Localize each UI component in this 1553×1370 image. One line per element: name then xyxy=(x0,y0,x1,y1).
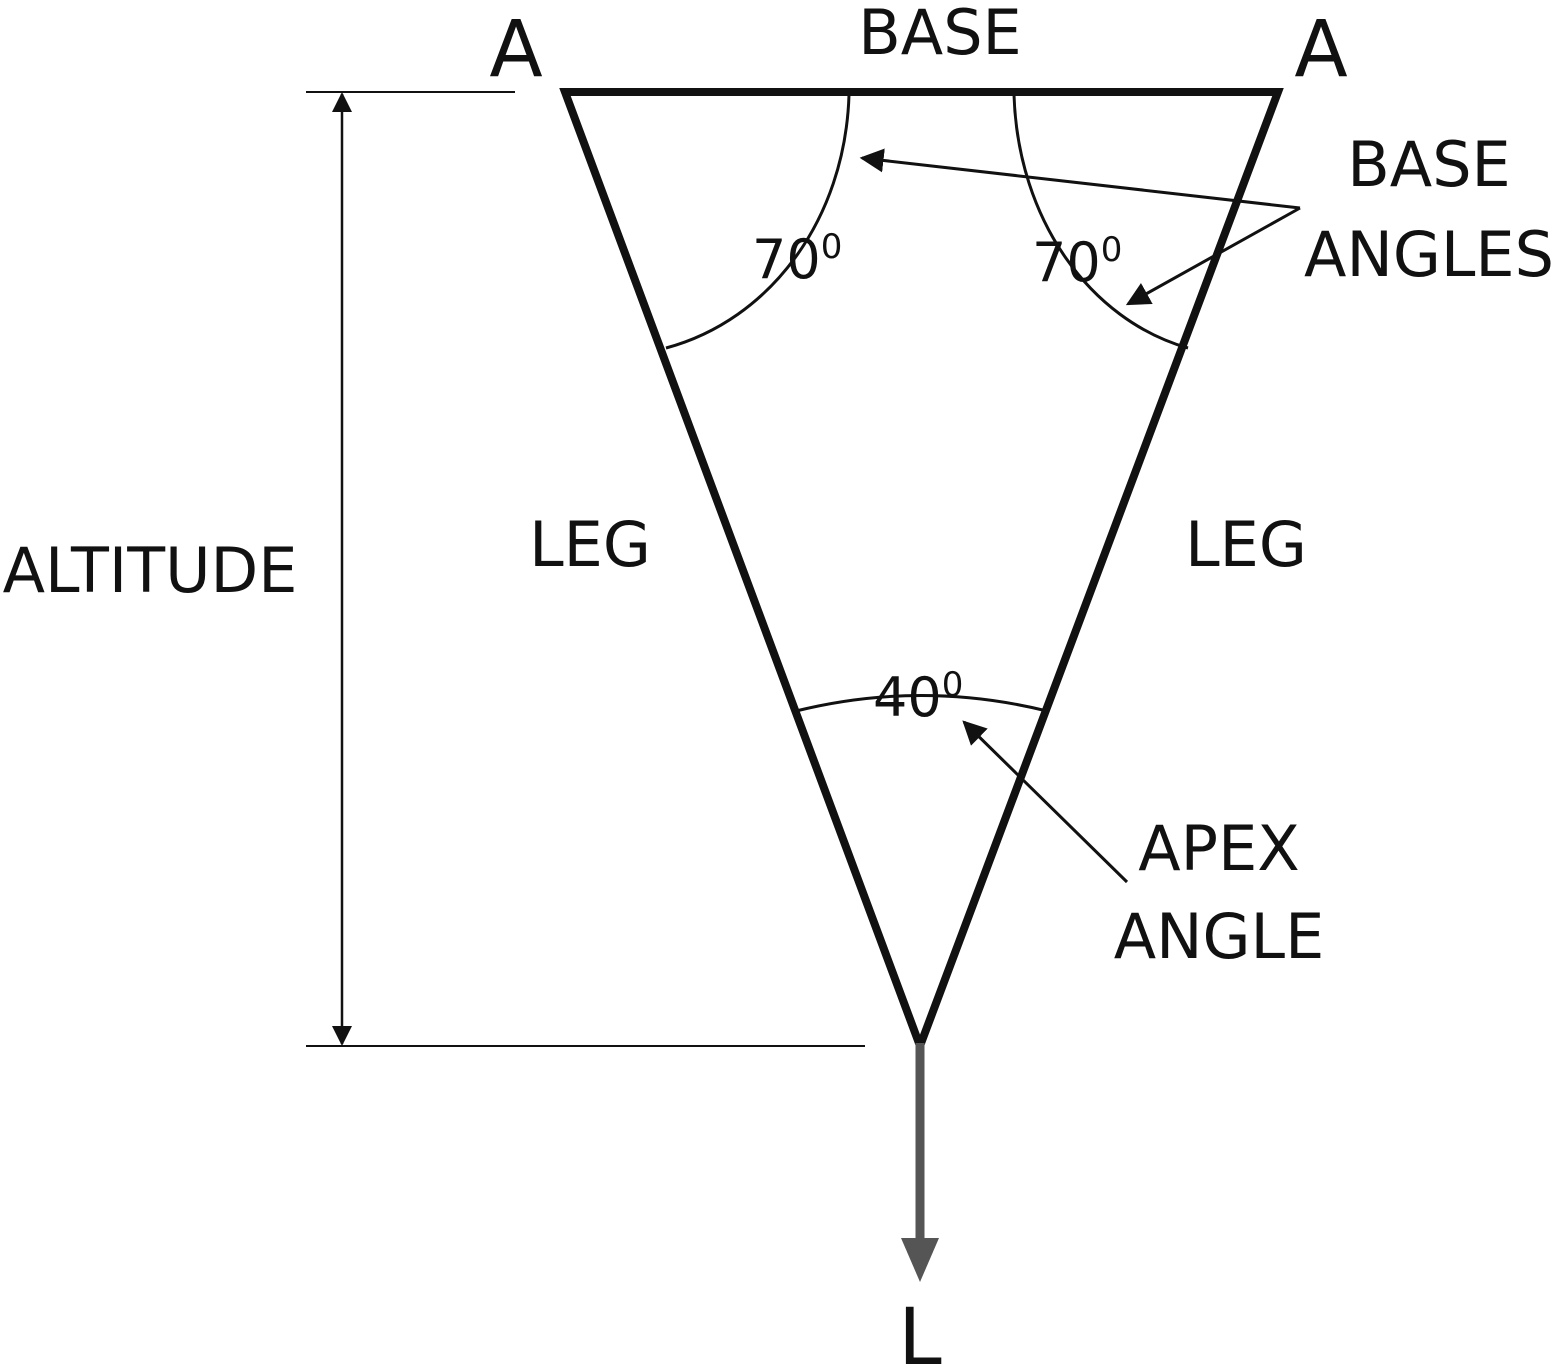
leg-label-left: LEG xyxy=(529,508,651,581)
load-arrow-head xyxy=(901,1238,939,1282)
altitude-label: ALTITUDE xyxy=(3,534,298,607)
base-angle-value-right-number: 70 xyxy=(1032,231,1101,294)
vertex-label-left: A xyxy=(489,5,542,95)
apex-angle-value: 400 xyxy=(873,665,963,729)
inverted-triangle xyxy=(559,88,1284,1058)
apex-angle-value-number: 40 xyxy=(873,666,942,729)
apex-angle-arc xyxy=(795,694,1048,713)
base-angles-pointer-left xyxy=(859,148,1301,210)
apex-angle-label-line1: APEX xyxy=(1138,812,1299,885)
base-angle-value-left-number: 70 xyxy=(752,228,821,291)
base-angle-value-right-unit: 0 xyxy=(1101,230,1123,270)
base-angle-value-left: 700 xyxy=(752,227,842,291)
base-angles-label-line1: BASE xyxy=(1347,128,1510,201)
apex-angle-label-line2: ANGLE xyxy=(1114,900,1325,973)
apex-angle-value-unit: 0 xyxy=(942,665,964,705)
base-angles-label-line2: ANGLES xyxy=(1304,218,1553,291)
base-angle-arc-left xyxy=(665,94,851,350)
base-angles-pointer-right xyxy=(1125,206,1301,306)
base-label: BASE xyxy=(858,0,1021,69)
base-angle-value-left-unit: 0 xyxy=(821,227,843,267)
base-angle-arc-right xyxy=(1012,94,1189,350)
leg-label-right: LEG xyxy=(1185,508,1307,581)
apex-angle-pointer xyxy=(962,720,1129,884)
load-label: L xyxy=(898,1293,942,1370)
vertex-label-right: A xyxy=(1294,5,1347,95)
base-angle-value-right: 700 xyxy=(1032,230,1122,294)
